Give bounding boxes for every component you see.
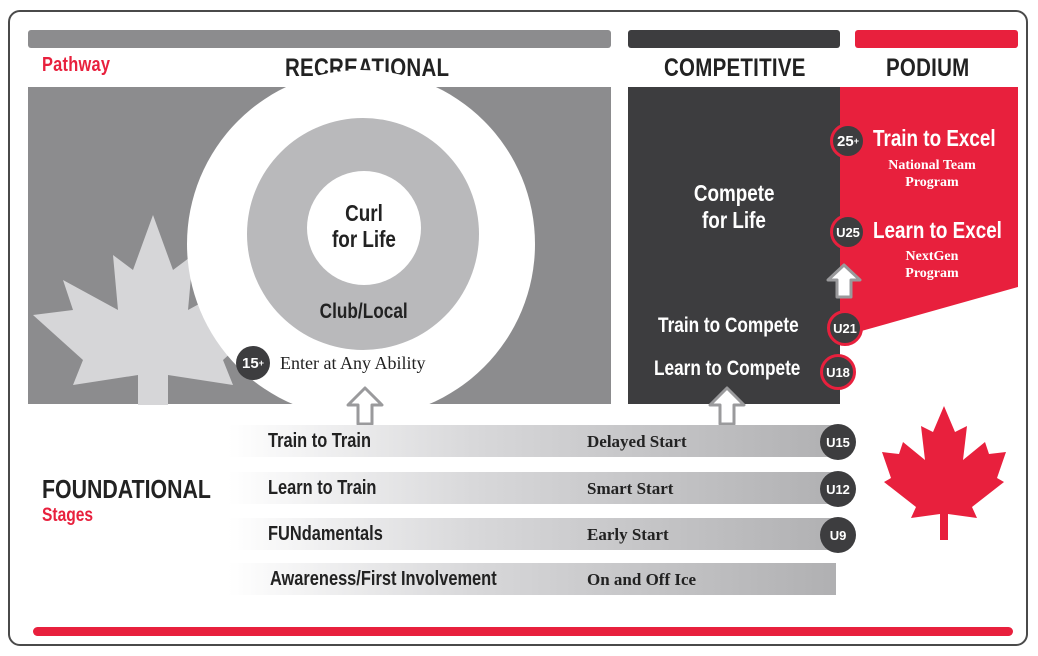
stage-label-fundamentals: FUNdamentals: [268, 523, 383, 545]
age-badge-u21: U21: [827, 310, 863, 346]
competitive-header: COMPETITIVE: [664, 54, 806, 82]
age-badge-u15: U15: [820, 424, 856, 460]
podium-panel: [840, 87, 1018, 337]
train-to-excel-label: Train to Excel: [873, 125, 996, 151]
age-badge-u25: U25: [830, 214, 866, 250]
stage-start-early: Early Start: [587, 525, 669, 544]
age-badge-25-plus: 25+: [830, 123, 866, 159]
curl-for-life-text: Curl for Life: [332, 200, 396, 252]
pathway-label: Pathway: [42, 54, 111, 76]
maple-leaf-icon: [882, 406, 1006, 540]
stage-bar-learn-to-train: [228, 472, 840, 504]
podium-top-bar: [855, 30, 1018, 48]
club-local-text: Club/Local: [319, 300, 409, 323]
age-badge-15-plus: 15+: [236, 346, 270, 380]
nextgen-program-text: NextGen Program: [905, 249, 959, 281]
foundational-subtitle: Stages: [42, 505, 94, 526]
stage-start-on-off-ice: On and Off Ice: [587, 570, 697, 589]
age-badge-u12: U12: [820, 471, 856, 507]
podium-header: PODIUM: [886, 54, 970, 82]
competitive-panel: [628, 87, 840, 404]
enter-any-ability-text: Enter at Any Ability: [280, 353, 426, 373]
curl-for-life-core: [307, 171, 421, 285]
up-arrow-icon: [826, 263, 862, 299]
learn-to-compete-label: Learn to Compete: [654, 357, 801, 380]
recreational-top-bar: [28, 30, 611, 48]
stage-bar-fundamentals: [228, 518, 840, 550]
age-badge-u9: U9: [820, 517, 856, 553]
foundational-title: FOUNDATIONAL: [42, 474, 211, 504]
maple-leaf-icon: [33, 215, 273, 405]
up-arrow-icon: [346, 386, 384, 426]
stage-bar-awareness: [228, 563, 836, 595]
stage-start-smart: Smart Start: [587, 479, 674, 498]
bottom-red-bar: [33, 627, 1013, 636]
stage-label-awareness: Awareness/First Involvement: [270, 568, 497, 590]
stage-bar-train-to-train: [228, 425, 840, 457]
stage-label-learn-to-train: Learn to Train: [268, 477, 377, 499]
national-team-program-text: National Team Program: [888, 158, 976, 190]
age-badge-u18: U18: [820, 354, 856, 390]
up-arrow-icon: [708, 386, 746, 426]
stage-label-train-to-train: Train to Train: [268, 430, 371, 452]
competitive-top-bar: [628, 30, 840, 48]
stage-start-delayed: Delayed Start: [587, 432, 687, 451]
train-to-compete-label: Train to Compete: [658, 314, 799, 337]
learn-to-excel-label: Learn to Excel: [873, 217, 1002, 243]
compete-for-life-text: Compete for Life: [693, 180, 775, 233]
